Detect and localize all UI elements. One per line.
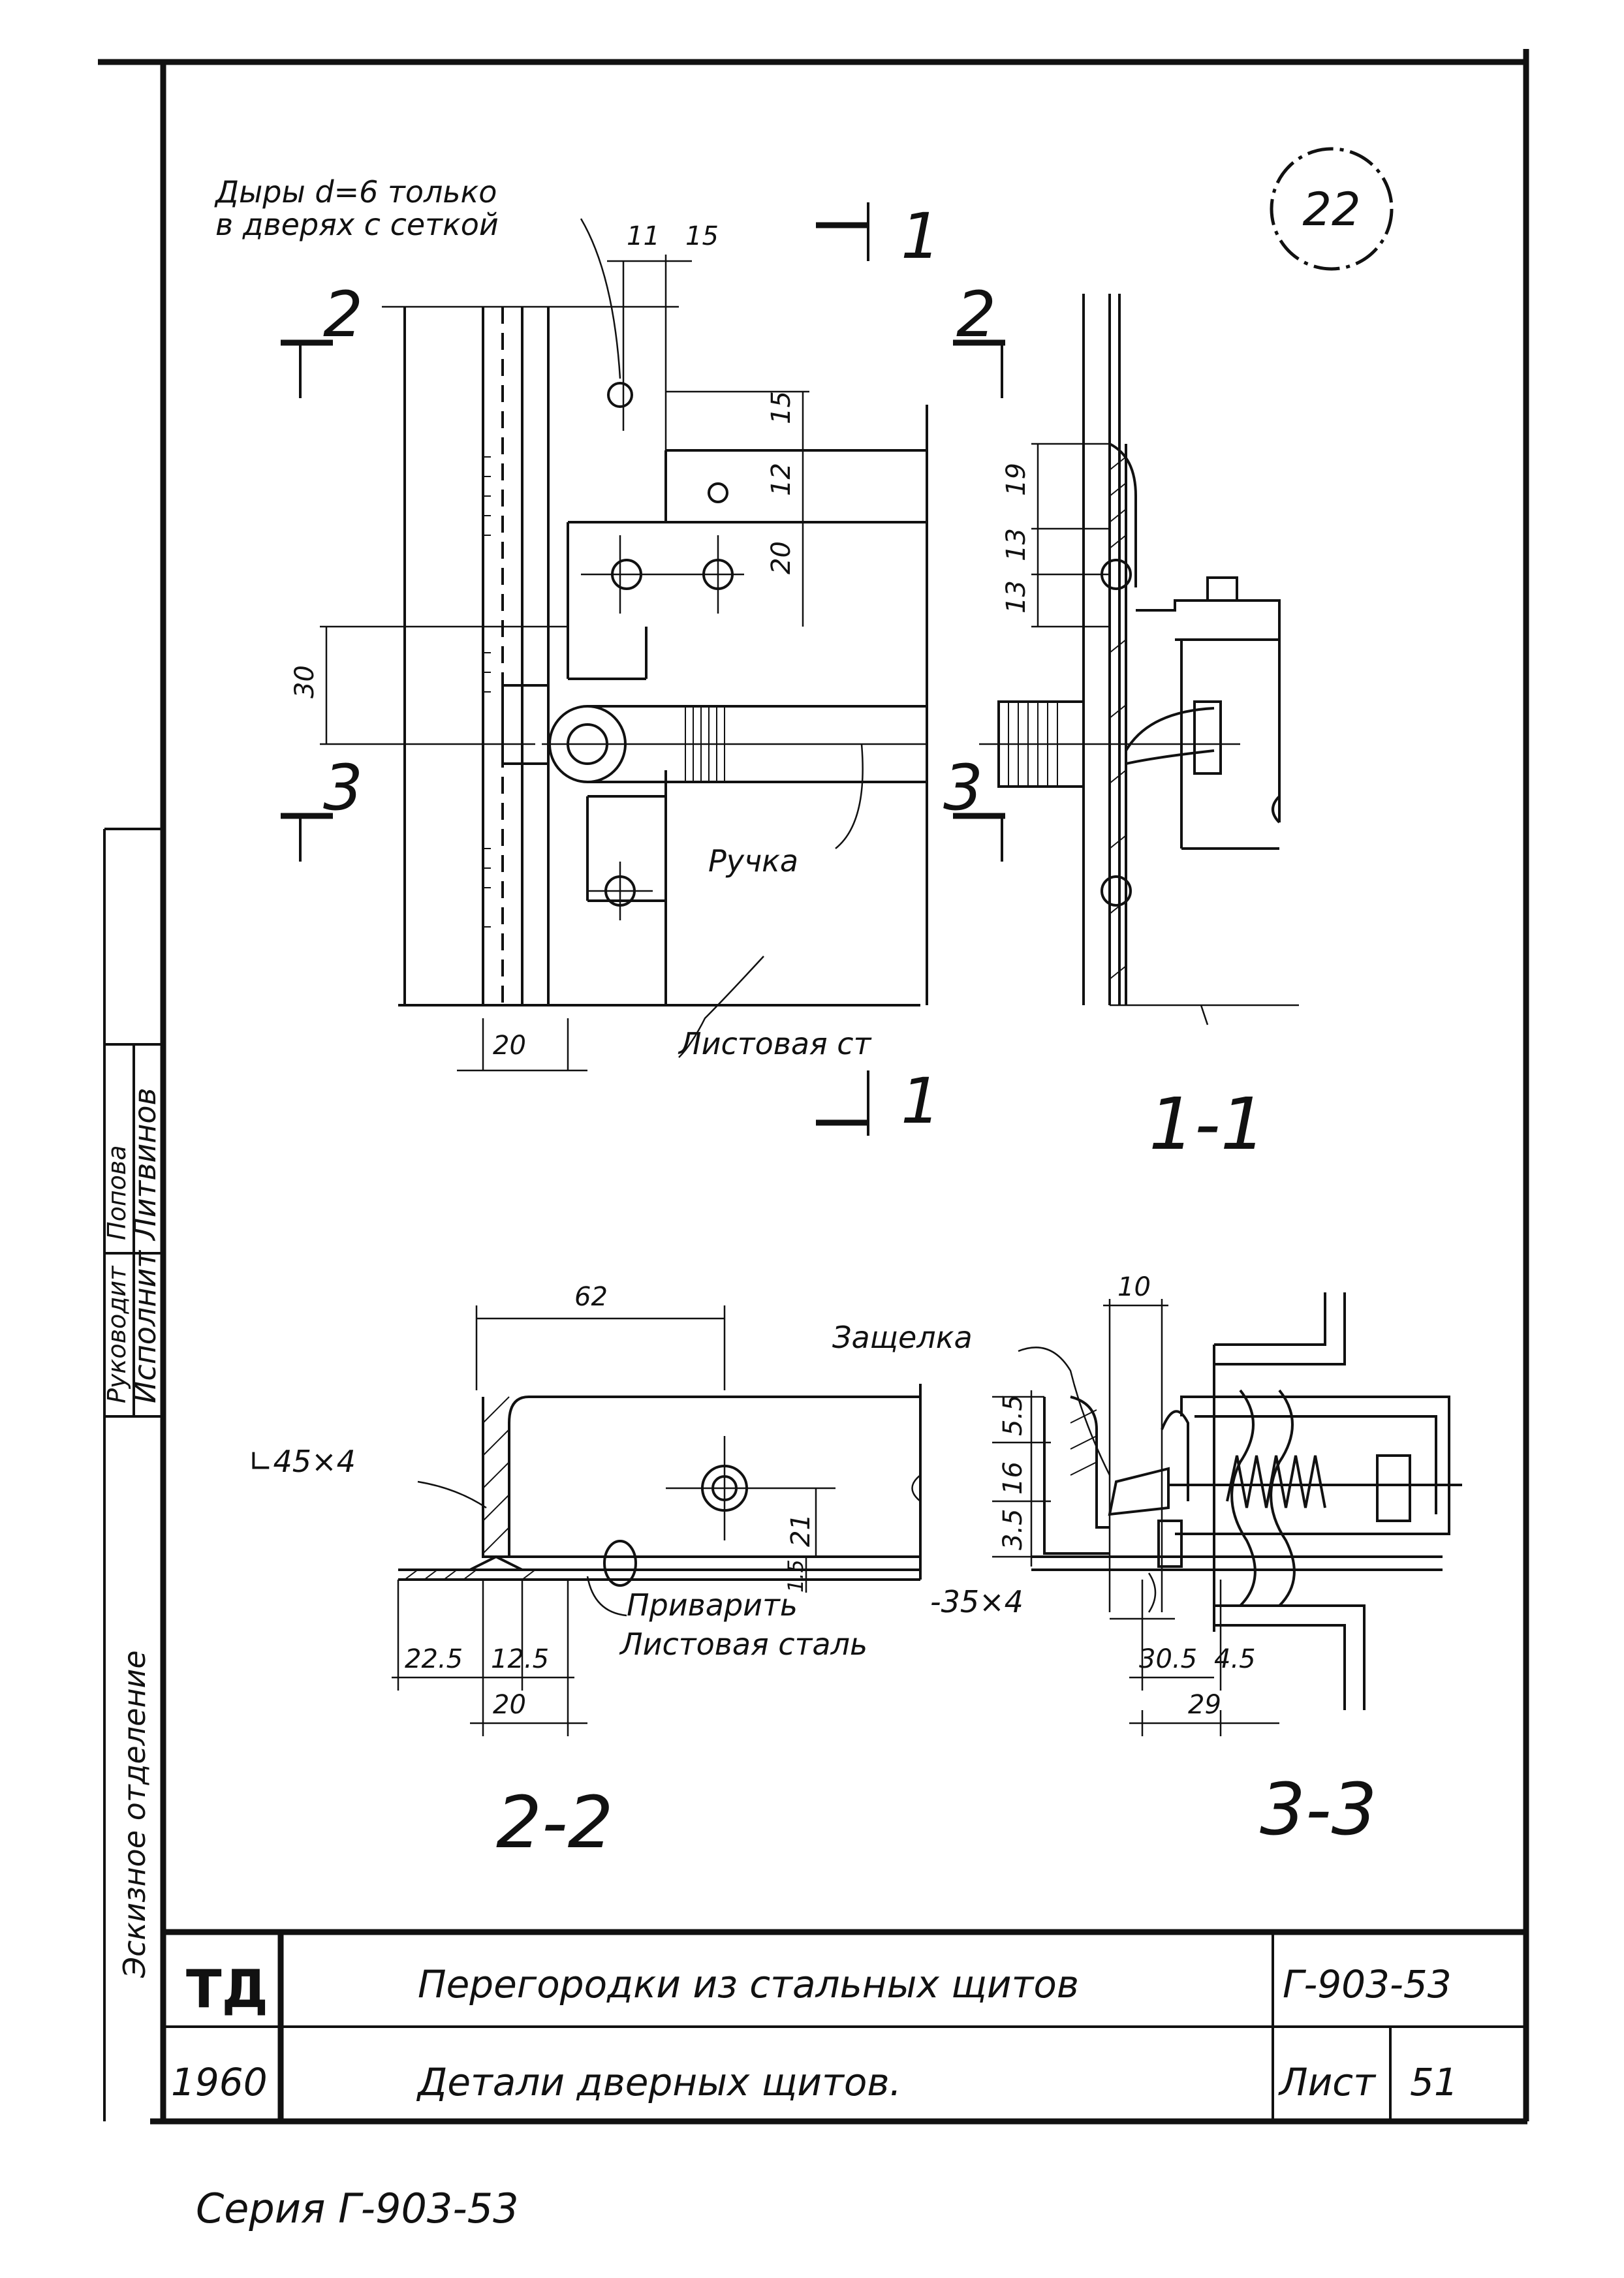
dim-15a: 15 [685,221,719,251]
dim-13a: 13 [1001,528,1031,561]
dim-29: 29 [1188,1690,1221,1720]
title-block: ТД 1960 Перегородки из стальных щитов Де… [163,1929,1526,2121]
cut-3-left: 3 [323,751,363,824]
dim-10: 10 [1117,1272,1151,1302]
note-weld: Приварить [627,1587,798,1623]
name-executor: Литвинов [127,1087,163,1241]
note-latch: Защелка [832,1320,973,1355]
dept-label: Эскизное отделение [117,1650,152,1978]
tb-sheet-number: 51 [1410,2060,1458,2104]
note-angle: ∟45×4 [248,1444,356,1479]
dim-5-5: 5.5 [998,1394,1028,1436]
sheet-frame [98,49,1529,2125]
dim-19: 19 [1001,463,1031,496]
dim-22-5: 22.5 [405,1644,463,1674]
note-sheet-steel: Листовая ст [678,1026,872,1061]
title-section-2-2: 2-2 [496,1781,614,1864]
note-holes-1: Дыры d=6 только [214,174,497,210]
dim-20c: 20 [493,1690,526,1720]
tb-year: 1960 [171,2060,268,2104]
cut-2-left: 2 [323,278,363,351]
tb-subtitle: Детали дверных щитов. [416,2060,901,2104]
dim-30: 30 [290,665,320,698]
dim-3-5: 3.5 [998,1508,1028,1550]
role-manager: Руководит [102,1265,131,1403]
section-1-1 [979,294,1299,1025]
dim-4-5: 4.5 [1214,1644,1256,1674]
dim-62: 62 [574,1282,608,1312]
dim-30-5: 30.5 [1139,1644,1197,1674]
tb-sheet-label: Лист [1278,2060,1377,2104]
side-stamp: Эскизное отделение Исполнит Литвинов Рук… [102,1087,163,1978]
note-strip: -35×4 [930,1584,1023,1619]
section-titles: 1-1 2-2 3-3 [496,1082,1377,1864]
dim-12-5: 12.5 [491,1644,549,1674]
dim-21: 21 [786,1514,816,1547]
dim-13b: 13 [1001,580,1031,614]
note-holes-2: в дверях с сеткой [215,207,499,242]
dim-15b: 15 [766,391,796,424]
stamp-number: 22 [1302,183,1360,236]
note-handle: Ручка [708,843,798,879]
title-section-1-1: 1-1 [1149,1082,1266,1166]
section-2-2 [392,1305,922,1736]
dim-16: 16 [998,1461,1028,1495]
dim-11: 11 [627,221,660,251]
cut-1-bottom: 1 [901,1065,941,1138]
role-executor: Исполнит [127,1250,163,1403]
cut-2-right: 2 [956,278,996,351]
dim-12: 12 [766,463,796,496]
series-footer: Серия Г-903-53 [196,2185,519,2232]
dimension-labels: 11 15 15 12 20 30 20 19 13 13 62 21 1.5 … [290,221,1256,1720]
title-section-3-3: 3-3 [1260,1768,1377,1851]
sheet-stamp: 22 [1270,147,1394,271]
cut-1-top: 1 [901,200,941,273]
section-cut-markers: 2 2 3 3 1 1 [281,200,1005,1138]
name-manager: Попова [102,1145,131,1240]
dim-1-5: 1.5 [783,1559,808,1593]
note-sheet-steel-full: Листовая сталь [619,1627,867,1662]
tb-logo: ТД [186,1959,268,2020]
front-view [320,218,928,1072]
section-3-3 [992,1292,1462,1736]
tb-code: Г-903-53 [1283,1962,1452,2006]
tb-title: Перегородки из стальных щитов [418,1962,1079,2006]
dim-20a: 20 [766,541,796,574]
notes: Дыры d=6 только в дверях с сеткой Ручка … [214,174,1023,1662]
cut-3-right: 3 [943,751,983,824]
dim-20b: 20 [493,1031,526,1061]
